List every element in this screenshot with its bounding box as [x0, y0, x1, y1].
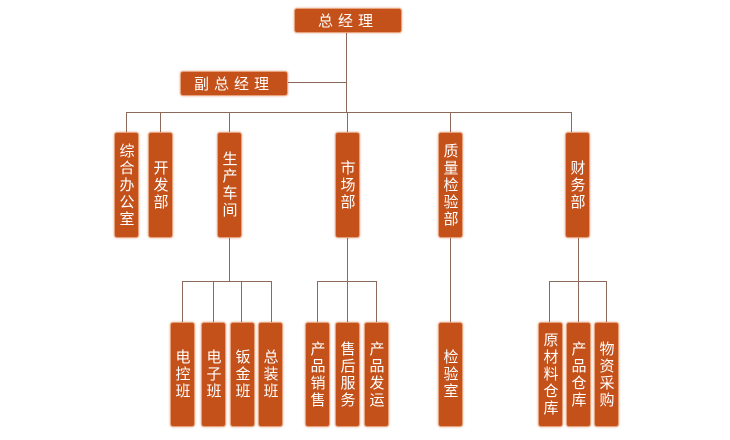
connector-qa-trunk [450, 238, 451, 322]
node-marketing-dept: 市场部 [335, 132, 360, 238]
node-raw-material-warehouse: 原材料仓库 [538, 322, 563, 427]
node-production-workshop: 生产车间 [217, 132, 242, 238]
node-label: 售后服务 [338, 340, 357, 409]
node-finance-dept: 财务部 [565, 132, 590, 238]
node-label: 质量检验部 [441, 142, 460, 228]
connector-dept-1 [160, 112, 161, 132]
connector-finance-2 [606, 281, 607, 322]
node-electronics-team: 电子班 [201, 322, 226, 427]
node-label: 原材料仓库 [541, 332, 560, 417]
connector-production-trunk [229, 238, 230, 281]
connector-production-2 [241, 281, 242, 322]
node-product-sales: 产品销售 [305, 322, 330, 427]
node-label: 产品仓库 [569, 340, 588, 409]
connector-assistant [287, 82, 346, 83]
node-deputy-general-manager: 副总经理 [180, 71, 288, 96]
connector-marketing-0 [317, 281, 318, 322]
node-product-shipping: 产品发运 [364, 322, 389, 427]
connector-marketing-trunk [347, 238, 348, 281]
node-assembly-team: 总装班 [258, 322, 283, 427]
node-label: 财务部 [568, 159, 587, 211]
node-general-manager: 总经理 [294, 8, 402, 33]
node-development-dept: 开发部 [148, 132, 173, 238]
connector-dept-3 [347, 112, 348, 132]
node-label: 综合办公室 [117, 142, 136, 228]
node-label: 检验室 [441, 349, 460, 400]
connector-root-trunk [346, 32, 347, 112]
node-label: 副总经理 [193, 75, 274, 93]
connector-finance-trunk [578, 238, 579, 281]
connector-marketing-1 [347, 281, 348, 322]
node-label: 开发部 [151, 159, 170, 211]
node-product-warehouse: 产品仓库 [566, 322, 591, 427]
node-label: 市场部 [338, 159, 357, 211]
connector-finance-1 [578, 281, 579, 322]
connector-marketing-2 [376, 281, 377, 322]
node-label: 电子班 [204, 349, 223, 400]
node-material-procurement: 物资采购 [594, 322, 619, 427]
node-after-sales-service: 售后服务 [335, 322, 360, 427]
node-label: 产品发运 [367, 340, 386, 409]
connector-production-3 [271, 281, 272, 322]
connector-dept-0 [126, 112, 127, 132]
node-sheet-metal-team: 钣金班 [230, 322, 255, 427]
connector-production-0 [182, 281, 183, 322]
node-general-office: 综合办公室 [114, 132, 139, 238]
node-quality-inspection-dept: 质量检验部 [438, 132, 463, 238]
node-label: 产品销售 [308, 340, 327, 409]
connector-production-bus [182, 281, 272, 282]
connector-dept-4 [450, 112, 451, 132]
node-inspection-room: 检验室 [438, 322, 463, 427]
connector-dept-2 [229, 112, 230, 132]
connector-finance-0 [549, 281, 550, 322]
connector-production-1 [213, 281, 214, 322]
node-label: 总装班 [261, 349, 280, 400]
node-label: 物资采购 [597, 340, 616, 409]
connector-dept-5 [571, 112, 572, 132]
node-label: 生产车间 [220, 151, 239, 219]
connector-department-bus [126, 112, 572, 113]
node-label: 钣金班 [233, 349, 252, 400]
node-label: 电控班 [173, 349, 192, 400]
node-label: 总经理 [317, 12, 378, 30]
node-electrical-control-team: 电控班 [170, 322, 195, 427]
